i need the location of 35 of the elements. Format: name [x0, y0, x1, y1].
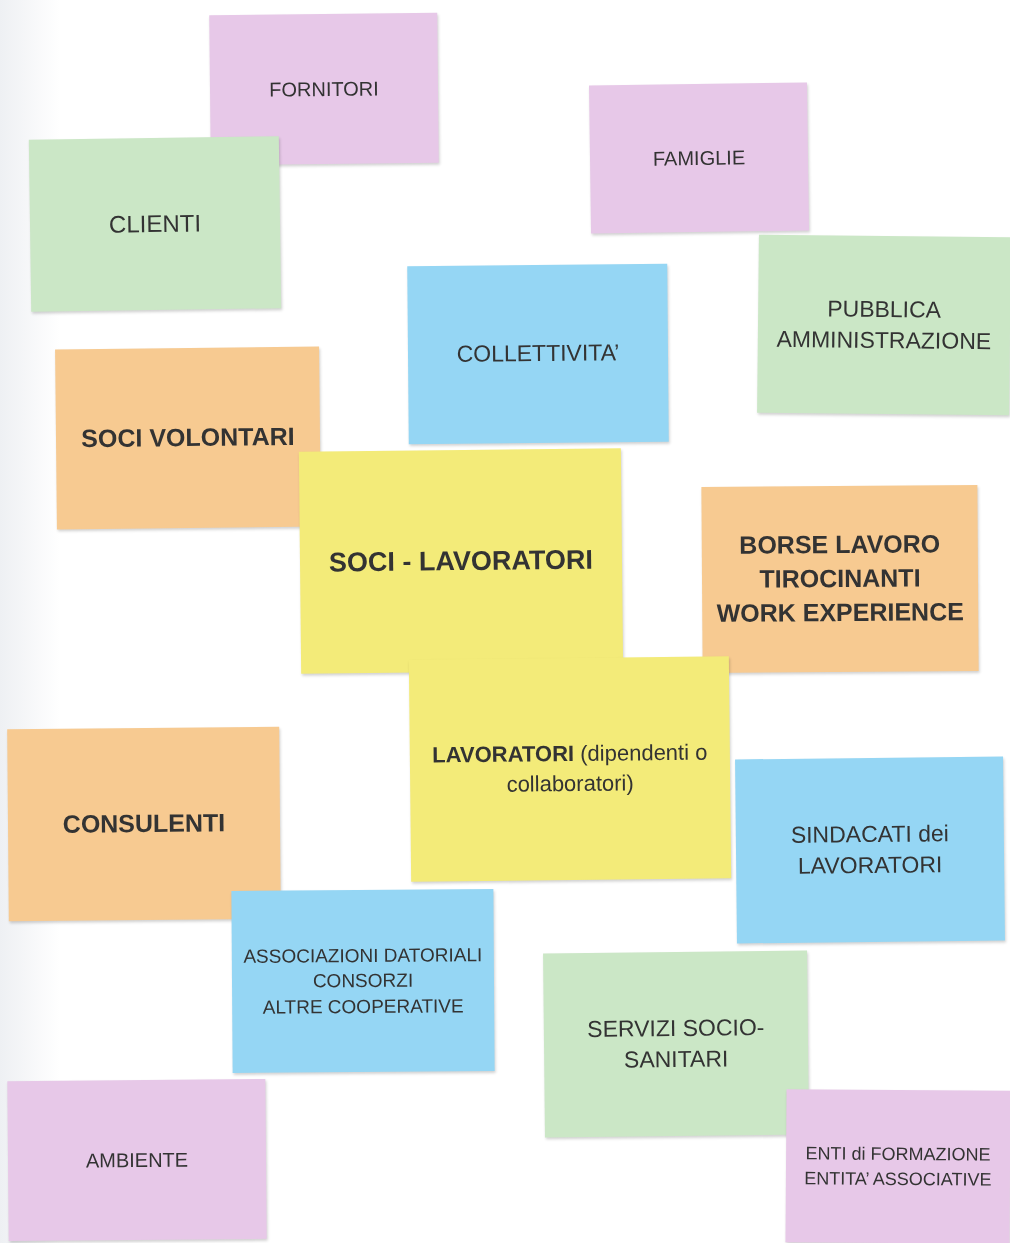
sticky-note: [701, 485, 979, 673]
note-text: FAMIGLIE: [652, 144, 746, 172]
sticky-note: [785, 1089, 1010, 1243]
note-text: COLLETTIVITA’: [456, 338, 620, 370]
sticky-note: [209, 12, 439, 166]
note-text: PUBBLICA AMMINISTRAZIONE: [775, 294, 993, 357]
note-text: SOCI VOLONTARI: [81, 421, 295, 455]
note-text: FORNITORI: [269, 75, 379, 103]
note-text: CLIENTI: [108, 208, 202, 240]
note-text: BORSE LAVORO: [739, 528, 941, 562]
note-text: SERVIZI SOCIO-SANITARI: [586, 1013, 766, 1075]
sticky-note: [7, 1078, 267, 1242]
sticky-note: [7, 726, 281, 922]
note-text: ENTITA’ ASSOCIATIVE: [804, 1166, 992, 1192]
note-text: SOCI - LAVORATORI: [328, 543, 594, 580]
note-text: SINDACATI dei LAVORATORI: [789, 819, 950, 881]
sticky-note: [55, 346, 321, 530]
note-text: ASSOCIAZIONI DATORIALI: [243, 942, 483, 969]
sticky-note: [757, 234, 1010, 416]
sticky-note: [408, 656, 732, 882]
sticky-note: [407, 263, 669, 445]
note-text: LAVORATORI (dipendenti o collaboratori): [431, 738, 709, 799]
note-text: CONSULENTI: [62, 807, 226, 840]
note-text: TIROCINANTI: [759, 562, 921, 595]
note-text: ALTRE COOPERATIVE: [262, 994, 464, 1020]
sticky-note: [543, 950, 809, 1138]
sticky-note: [298, 448, 624, 674]
note-text: ENTI di FORMAZIONE: [805, 1142, 991, 1167]
note-text: WORK EXPERIENCE: [716, 596, 964, 629]
sticky-note: [735, 756, 1005, 944]
sticky-note: [28, 136, 282, 312]
note-text: CONSORZI: [312, 968, 414, 994]
sticky-note: [231, 889, 495, 1073]
sticky-note: [589, 82, 809, 234]
note-text: AMBIENTE: [85, 1147, 189, 1173]
